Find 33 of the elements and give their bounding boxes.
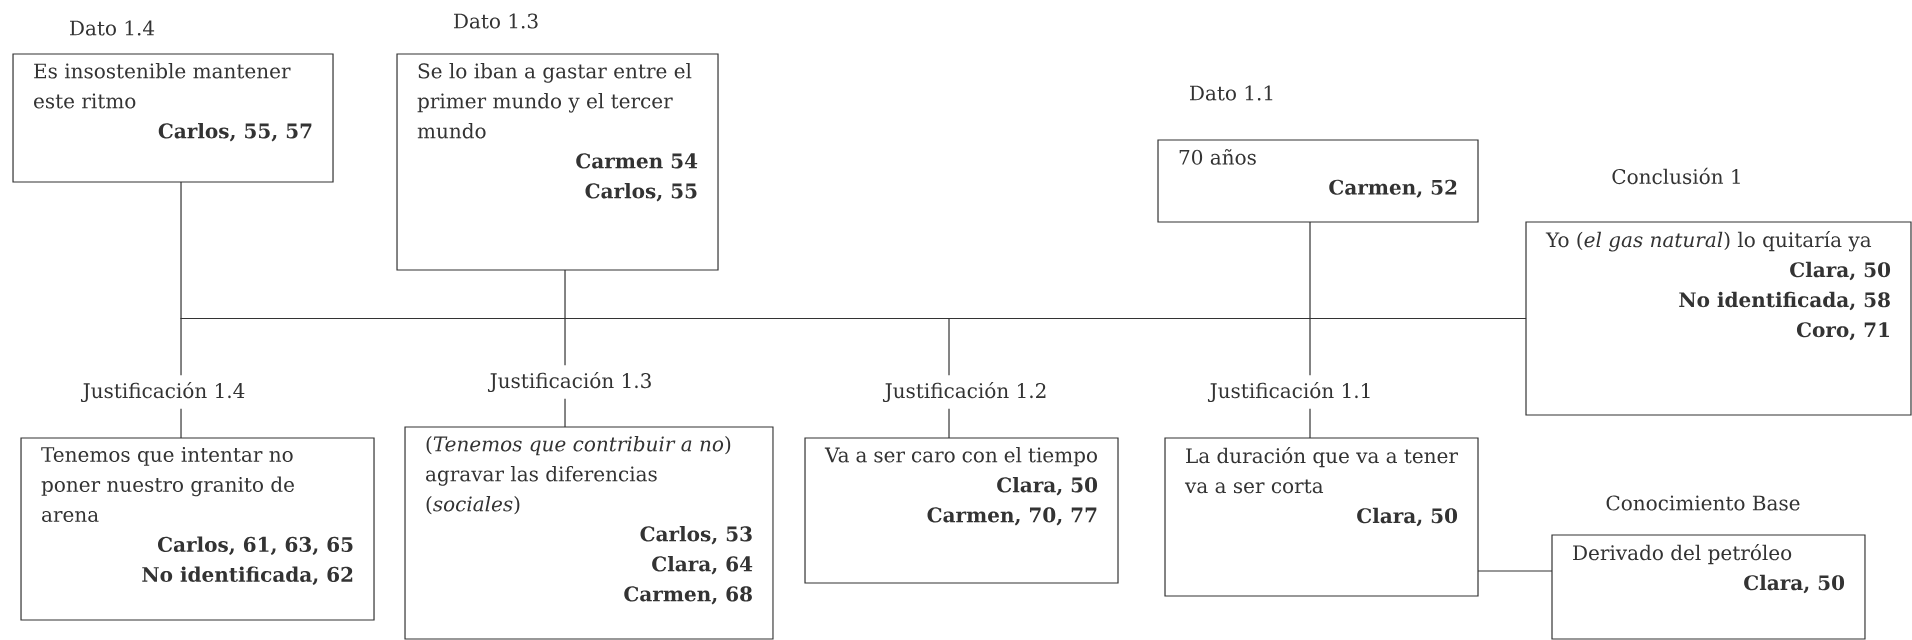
node-label: Carlos, 55	[585, 183, 697, 202]
box-heading: Justificación 1.1	[1207, 381, 1370, 403]
box-heading: Dato 1.4	[70, 20, 155, 36]
node-label: No identificada, 58	[1679, 291, 1890, 311]
node-label: Carmen, 68	[624, 586, 752, 605]
node-label: Carlos, 53	[640, 525, 752, 545]
box-heading: Dato 1.1	[1190, 85, 1273, 101]
node-label: Carmen 54	[576, 153, 698, 169]
argument-box: La duración que va a tener va a ser corta Clara, 50	[1164, 437, 1479, 597]
node-label: Carmen, 52	[1329, 179, 1457, 198]
node-label: Yo (el gas natural) lo quitaría ya	[1545, 231, 1872, 252]
argument-box: Derivado del petróleo Clara, 50	[1551, 534, 1866, 640]
box-heading: Justificación 1.3	[487, 371, 651, 393]
argument-box: Tenemos que intentar no poner nuestro granito de arena Carlos, 61, 63, 65 No identificada, 62	[20, 437, 375, 621]
node-label: Clara, 64	[652, 555, 753, 575]
node-label: Se lo iban a gastar entre el primer mundo y el tercer mundo	[417, 63, 692, 139]
box-heading: Justificación 1.2	[882, 381, 1046, 403]
node-label: (Tenemos que contribuir a no) agravar las diferencias (sociales)	[426, 435, 731, 515]
connector-line	[1309, 317, 1527, 376]
argument-box: 70 años Carmen, 52	[1157, 139, 1479, 223]
box-heading: Justificación 1.4	[80, 381, 245, 403]
argument-box: Es insostenible mantener este ritmo Carlos, 55, 57	[12, 53, 334, 183]
node-label: Coro, 71	[1796, 322, 1889, 341]
argument-box: Va a ser caro con el tiempo Clara, 50 Carmen, 70, 77	[804, 437, 1119, 584]
argument-box: Yo (el gas natural) lo quitaría ya Clara, 50 No identificada, 58 Coro, 71	[1525, 221, 1912, 416]
argument-box: (Tenemos que contribuir a no) agravar las diferencias (sociales) Carlos, 53 Clara, 64 Carmen, 68	[404, 426, 774, 640]
connector-line	[1477, 570, 1553, 572]
box-heading: Conocimiento Base	[1606, 495, 1800, 511]
node-label: 70 años	[1179, 149, 1256, 165]
box-heading: Dato 1.3	[454, 13, 538, 29]
node-label: Clara, 50	[1790, 261, 1891, 281]
argument-box: Se lo iban a gastar entre el primer mundo y el tercer mundo Carmen 54 Carlos, 55	[396, 53, 719, 271]
box-heading: Conclusión 1	[1612, 167, 1740, 185]
